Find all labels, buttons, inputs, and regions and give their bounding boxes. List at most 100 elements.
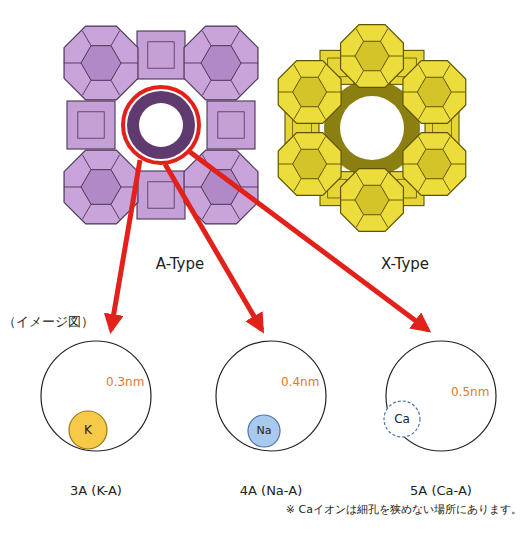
pore-opening	[139, 103, 183, 147]
cage-edge	[294, 179, 301, 192]
cage-edge	[241, 63, 258, 64]
pointer-arrow	[111, 160, 140, 330]
cage	[278, 61, 341, 124]
cage-edge	[340, 200, 355, 201]
zeolite-x-framework	[278, 25, 466, 232]
cage-edge	[451, 92, 466, 93]
cage-face	[417, 77, 451, 106]
cage-face	[293, 77, 327, 106]
cage	[340, 169, 403, 232]
circle-shape	[384, 401, 420, 437]
ion-circle: Ca	[383, 400, 421, 438]
cage-edge	[327, 164, 342, 165]
dimension-label: 0.3nm	[106, 375, 144, 389]
cage-face	[201, 46, 241, 81]
cage-edge	[82, 155, 91, 170]
dimension-label: 0.4nm	[281, 375, 319, 389]
type-label: X-Type	[381, 255, 429, 273]
cage-edge	[356, 29, 363, 42]
prism-face	[218, 112, 244, 138]
cage-edge	[231, 204, 240, 219]
cage-edge	[82, 204, 91, 219]
cage-edge	[403, 92, 418, 93]
cage-edge	[381, 71, 388, 84]
cage	[64, 150, 138, 224]
prism	[207, 101, 255, 149]
cage	[278, 133, 341, 196]
prism	[67, 101, 115, 149]
cage-edge	[231, 31, 240, 46]
pointer-arrows	[111, 152, 428, 330]
cage-edge	[241, 187, 258, 188]
cage-edge	[111, 80, 120, 95]
cage-edge	[294, 65, 301, 78]
cage-edge	[356, 71, 363, 84]
prism	[137, 31, 185, 79]
cage-edge	[318, 179, 325, 192]
cage-edge	[111, 31, 120, 46]
cage-edge	[318, 137, 325, 150]
cage-face	[293, 149, 327, 178]
cage-outline	[341, 169, 404, 232]
cage-edge	[419, 179, 426, 192]
ion-symbol: Na	[257, 424, 272, 437]
pointer-arrow	[190, 152, 428, 330]
prism-face	[78, 112, 104, 138]
cage-face	[81, 46, 121, 81]
cage	[340, 25, 403, 88]
cage-edge	[340, 56, 355, 57]
cage-outline	[184, 26, 258, 100]
cage-edge	[443, 107, 450, 120]
cage-edge	[184, 63, 201, 64]
cage-edge	[82, 31, 91, 46]
pore-circle: 0.3nm3A (K-A)K	[40, 340, 152, 452]
cage-edge	[451, 164, 466, 165]
cage-outline	[403, 133, 466, 196]
cage-edge	[82, 80, 91, 95]
cage	[184, 26, 258, 100]
cage-edge	[202, 80, 211, 95]
prism-face	[148, 182, 174, 208]
pointer-arrow	[165, 164, 262, 330]
prism-face	[148, 42, 174, 68]
ion-circle: K	[68, 410, 108, 450]
cage	[403, 61, 466, 124]
cage-edge	[278, 164, 293, 165]
cage-edge	[389, 56, 404, 57]
cage-edge	[64, 187, 81, 188]
cage-face	[417, 149, 451, 178]
cage-face	[355, 185, 389, 214]
cage-edge	[419, 65, 426, 78]
cage-edge	[389, 200, 404, 201]
cage-edge	[318, 107, 325, 120]
cage-edge	[356, 173, 363, 186]
ion-symbol: K	[84, 423, 92, 437]
footnote: ※ Caイオンは細孔を狭めない場所にあります。	[286, 503, 522, 516]
pore	[127, 91, 195, 159]
cage-edge	[443, 179, 450, 192]
circle-shape	[248, 415, 280, 447]
cage-edge	[419, 107, 426, 120]
cage-edge	[121, 63, 138, 64]
cage-edge	[111, 155, 120, 170]
cage-edge	[202, 31, 211, 46]
zeolite-a-framework	[64, 26, 258, 224]
circle-shape	[69, 411, 107, 449]
cage-edge	[231, 80, 240, 95]
cage-edge	[381, 29, 388, 42]
sieve-name: 3A (K-A)	[16, 483, 176, 499]
cage	[64, 26, 138, 100]
cage-edge	[294, 137, 301, 150]
pore-circle: 0.4nm4A (Na-A)Na	[215, 340, 327, 452]
sieve-name: 5A (Ca-A)	[361, 483, 521, 499]
cage-edge	[231, 155, 240, 170]
ion-circle: Na	[247, 414, 281, 448]
cage-face	[355, 41, 389, 70]
cage-edge	[403, 164, 418, 165]
pore-highlight	[123, 87, 199, 163]
pore-opening	[340, 96, 404, 160]
cage-edge	[381, 173, 388, 186]
cage-outline	[341, 25, 404, 88]
